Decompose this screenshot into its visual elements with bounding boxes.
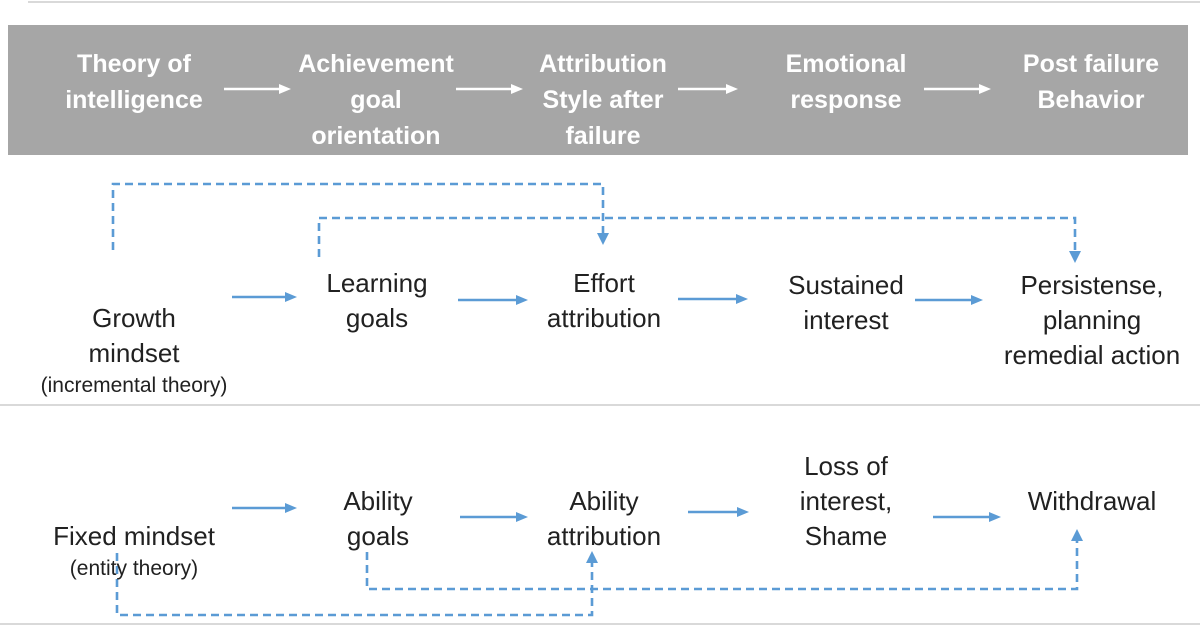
header-stage-bar — [8, 25, 1188, 155]
node-sustained-interest: Sustained interest — [788, 270, 904, 335]
top-border-line — [28, 1, 1200, 3]
node-learning-goals: Learning goals — [326, 268, 428, 333]
stage-achievement-goal-orientation: Achievement goal orientation — [298, 50, 454, 150]
bottom-border-line — [0, 623, 1200, 625]
stage-post-failure-behavior: Post failure Behavior — [1022, 50, 1160, 114]
dashed-link-growth-to-effort-attribution — [111, 182, 609, 250]
node-persistense-planning: Persistense, planning remedial action — [1003, 270, 1181, 370]
node-loss-of-interest-shame: Loss of interest, Shame — [799, 451, 893, 551]
node-fixed-mindset-sublabel: (entity theory) — [69, 557, 199, 580]
node-growth-mindset-label: Growth mindset — [88, 303, 180, 368]
node-growth-mindset-sublabel: (incremental theory) — [40, 374, 228, 397]
node-effort-attribution: Effort attribution — [546, 268, 662, 333]
stage-emotional-response: Emotional response — [785, 50, 907, 114]
node-fixed-mindset: Fixed mindset (entity theory) — [14, 484, 254, 616]
stage-attribution-style-after-failure: Attribution Style after failure — [539, 50, 667, 150]
dashed-link-learning-goals-to-persistense — [317, 216, 1081, 263]
section-divider-line — [0, 404, 1200, 406]
node-ability-goals: Ability goals — [343, 486, 413, 551]
node-growth-mindset: Growth mindset (incremental theory) — [14, 266, 254, 433]
node-fixed-mindset-label: Fixed mindset — [53, 521, 215, 551]
node-withdrawal: Withdrawal — [1027, 486, 1157, 516]
stage-theory-of-intelligence: Theory of intelligence — [65, 50, 203, 114]
node-ability-attribution: Ability attribution — [546, 486, 662, 551]
